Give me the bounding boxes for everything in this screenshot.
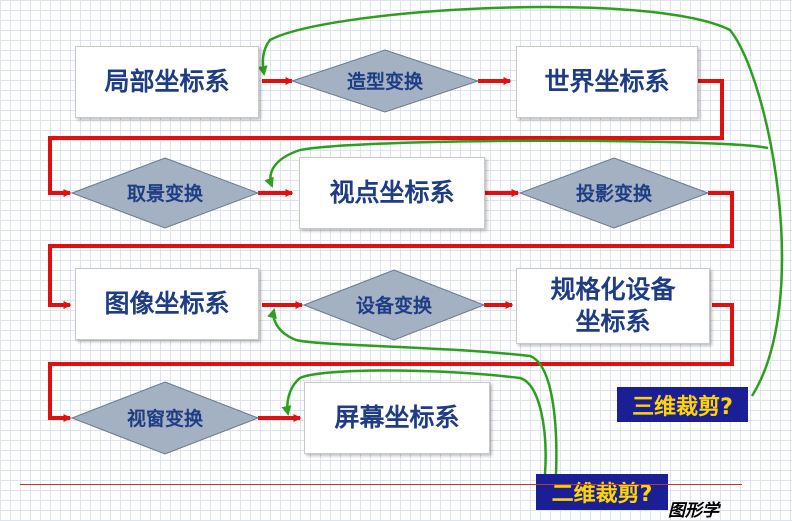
- device-transform-label: 设备变换: [356, 294, 433, 317]
- window-transform-label: 视窗变换: [127, 407, 204, 430]
- diamond-window-transform: 视窗变换: [70, 381, 260, 455]
- footer-label: 图形学: [668, 501, 719, 521]
- clip2d-loop-to-device: [267, 308, 558, 475]
- flow-connector-world-to-viewing: [48, 79, 724, 197]
- viewing-transform-label: 取景变换: [127, 182, 204, 205]
- diamond-viewing-transform: 取景变换: [70, 157, 260, 229]
- clip-3d-question: 三维裁剪?: [617, 387, 748, 422]
- normalized-device-coordinates-label: 规格化设备 坐标系: [550, 275, 676, 336]
- view-coordinates-label: 视点坐标系: [329, 178, 455, 207]
- diamond-projection-transform: 投影变换: [518, 157, 710, 229]
- flow-connector-projection-to-image: [48, 191, 734, 309]
- box-local-coordinates: 局部坐标系: [75, 46, 259, 118]
- diamond-device-transform: 设备变换: [302, 269, 486, 341]
- projection-transform-label: 投影变换: [576, 182, 653, 205]
- screen-coordinates-label: 屏幕坐标系: [334, 403, 460, 432]
- box-normalized-device-coordinates: 规格化设备 坐标系: [516, 268, 710, 344]
- modeling-transform-label: 造型变换: [347, 70, 424, 93]
- box-world-coordinates: 世界坐标系: [516, 46, 698, 118]
- image-coordinates-label: 图像坐标系: [104, 289, 230, 318]
- footer-divider: [20, 484, 742, 485]
- diamond-modeling-transform: 造型变换: [290, 49, 480, 113]
- box-image-coordinates: 图像坐标系: [75, 268, 259, 340]
- box-view-coordinates: 视点坐标系: [299, 157, 485, 229]
- world-coordinates-label: 世界坐标系: [544, 67, 670, 96]
- flow-connector-normdevice-to-window: [48, 303, 734, 422]
- clip3d-loop-to-view: [264, 139, 769, 188]
- clip3d-loop-to-local: [257, 5, 784, 397]
- clip-2d-question: 二维裁剪?: [536, 474, 668, 510]
- box-screen-coordinates: 屏幕坐标系: [304, 382, 490, 454]
- clip2d-loop-to-screen: [281, 369, 547, 475]
- local-coordinates-label: 局部坐标系: [104, 67, 230, 96]
